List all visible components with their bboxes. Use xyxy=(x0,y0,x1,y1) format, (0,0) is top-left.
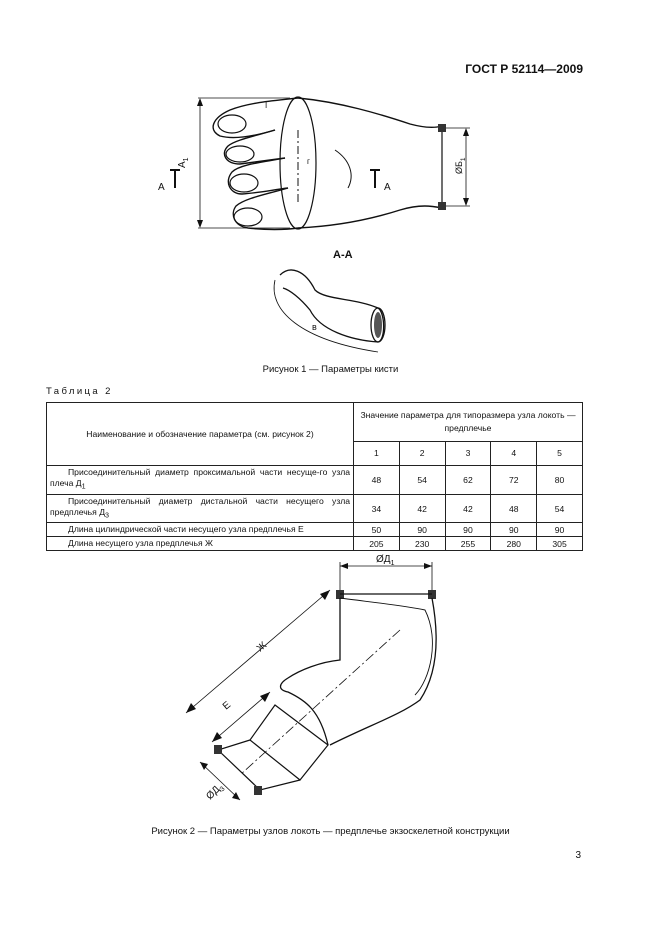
figure2-elbow-drawing: ØД1 Ж Е ØД3 xyxy=(185,554,437,802)
row-value: 205 xyxy=(353,536,400,552)
section-title: А-А xyxy=(333,249,353,261)
parameters-table: Наименование и обозначение параметра (см… xyxy=(46,402,583,552)
dim-b1-label: ØБ1 xyxy=(454,157,467,174)
size-2: 2 xyxy=(398,440,446,467)
size-4: 4 xyxy=(490,440,538,467)
row-value: 42 xyxy=(444,493,492,524)
row-value: 280 xyxy=(490,536,538,552)
row-value: 305 xyxy=(536,536,583,552)
row-value: 42 xyxy=(398,493,446,524)
dim-r-label: г xyxy=(307,157,310,166)
row-value: 54 xyxy=(398,465,446,495)
figure2-caption: Рисунок 2 — Параметры узлов локоть — пре… xyxy=(151,826,510,837)
size-5: 5 xyxy=(536,440,583,467)
row-name: Длина несущего узла предплечья Ж xyxy=(46,536,354,552)
row-value: 34 xyxy=(353,493,400,524)
standard-code: ГОСТ Р 52114—2009 xyxy=(465,62,583,76)
table-row: Длина несущего узла предплечья Ж 205 230… xyxy=(46,536,583,552)
row-value: 80 xyxy=(536,465,583,495)
dim-a1-label: А1 xyxy=(177,157,190,168)
table-row: Длина цилиндрической части несущего узла… xyxy=(46,522,583,538)
row-value: 90 xyxy=(444,522,492,538)
row-name: Длина цилиндрической части несущего узла… xyxy=(46,522,354,538)
figure1-caption: Рисунок 1 — Параметры кисти xyxy=(262,364,399,375)
dim-e-label: Е xyxy=(221,699,233,712)
row-value: 90 xyxy=(490,522,538,538)
row-value: 62 xyxy=(444,465,492,495)
page-number: 3 xyxy=(575,850,581,861)
table-label: Таблица 2 xyxy=(46,386,113,397)
row-value: 48 xyxy=(353,465,400,495)
row-name: Присоединительный диаметр проксимальной … xyxy=(46,465,354,495)
table-sizes-row: 1 2 3 4 5 xyxy=(47,440,583,467)
row-value: 255 xyxy=(444,536,492,552)
table-row: Присоединительный диаметр дистальной час… xyxy=(46,493,583,524)
row-value: 72 xyxy=(490,465,538,495)
section-a-left: А xyxy=(158,182,165,193)
table-row: Присоединительный диаметр проксимальной … xyxy=(46,465,583,495)
size-1: 1 xyxy=(353,440,400,467)
section-a-right: А xyxy=(384,182,391,193)
row-value: 50 xyxy=(353,522,400,538)
row-value: 230 xyxy=(398,536,446,552)
figure1-hand-drawing: А1 ØБ1 А А г I А-А в xyxy=(158,96,470,353)
dim-d1-label: ØД1 xyxy=(376,554,395,567)
row-name: Присоединительный диаметр дистальной час… xyxy=(46,493,354,524)
dim-i-label: I xyxy=(265,101,267,110)
row-value: 90 xyxy=(398,522,446,538)
header-param: Наименование и обозначение параметра (см… xyxy=(46,402,354,466)
size-3: 3 xyxy=(444,440,492,467)
row-value: 90 xyxy=(536,522,583,538)
row-value: 48 xyxy=(490,493,538,524)
dim-v-label: в xyxy=(312,322,317,332)
table-header-row: Наименование и обозначение параметра (см… xyxy=(46,402,583,466)
row-value: 54 xyxy=(536,493,583,524)
header-value: Значение параметра для типоразмера узла … xyxy=(353,402,583,442)
